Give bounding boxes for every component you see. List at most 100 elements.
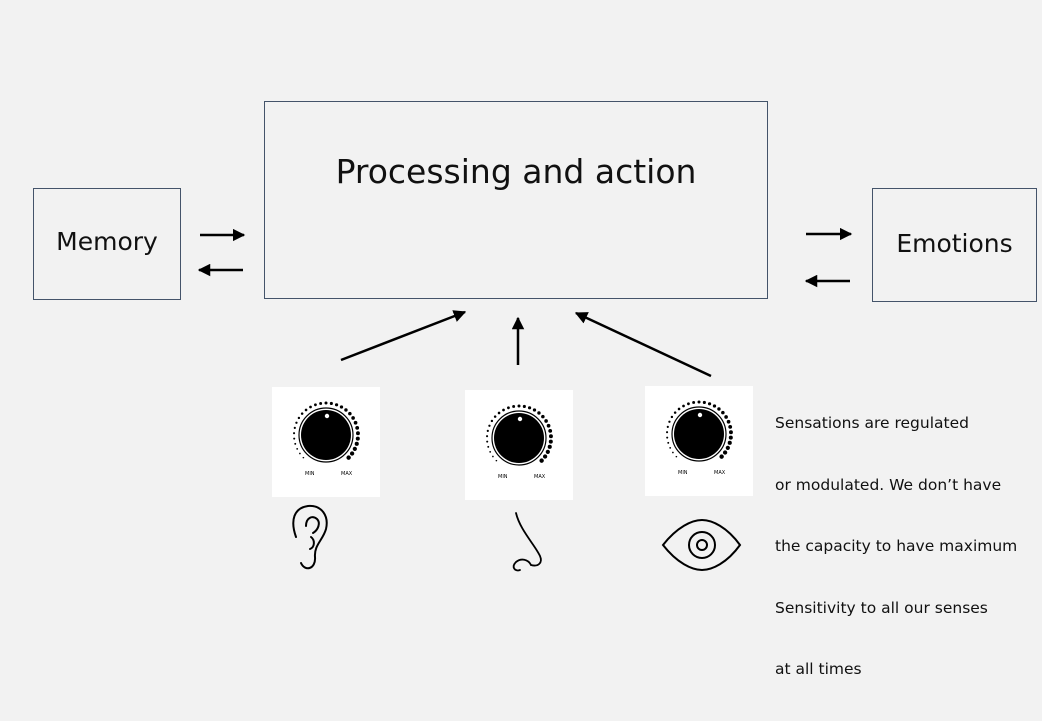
knob-scale-dot bbox=[507, 406, 510, 410]
sight-knob: MIN MAX bbox=[645, 386, 753, 496]
ear-icon bbox=[292, 504, 328, 570]
knob-scale-dot bbox=[682, 404, 685, 408]
knob-scale-dot bbox=[348, 411, 352, 416]
processing-box: Processing and action bbox=[264, 101, 768, 299]
knob-scale-dot bbox=[727, 440, 732, 445]
knob-scale-dot bbox=[351, 416, 355, 420]
knob-scale-dot bbox=[349, 451, 355, 456]
knob-scale-dot bbox=[549, 434, 553, 439]
knob-scale-dot bbox=[687, 402, 690, 406]
knob-scale-dot bbox=[527, 406, 532, 410]
diagram-canvas: Memory Processing and action Emotions MI… bbox=[33, 101, 1037, 678]
knob-scale-dot bbox=[355, 436, 360, 441]
note-line: Sensations are regulated bbox=[775, 414, 969, 432]
knob-min-label: MIN bbox=[678, 470, 688, 476]
knob-dial-icon: MIN MAX bbox=[666, 400, 733, 476]
knob-scale-dot bbox=[324, 401, 328, 405]
knob-scale-dot bbox=[667, 441, 670, 444]
knob-scale-dot bbox=[354, 441, 359, 446]
knob-scale-dot bbox=[670, 415, 674, 419]
knob-scale-dot bbox=[487, 445, 490, 448]
knob-scale-dot bbox=[493, 415, 497, 418]
knob-scale-dot bbox=[726, 419, 731, 424]
nose-icon bbox=[512, 512, 542, 572]
knob-scale-dot bbox=[537, 411, 541, 415]
knob-scale-dot bbox=[309, 405, 312, 409]
knob-scale-dot bbox=[488, 424, 491, 427]
knob-scale-dot bbox=[297, 416, 301, 420]
knob-scale-dot bbox=[295, 421, 298, 424]
knob-scale-dot bbox=[544, 419, 548, 423]
knob-scale-dot bbox=[293, 437, 296, 440]
knob-scale-dot bbox=[677, 407, 681, 411]
note-line: or modulated. We don’t have bbox=[775, 475, 1002, 494]
knob-scale-dot bbox=[302, 456, 305, 459]
knob-scale-dot bbox=[346, 455, 351, 460]
knob-scale-dot bbox=[669, 446, 672, 449]
knob-scale-dot bbox=[673, 411, 677, 414]
knob-scale-dot bbox=[294, 442, 297, 445]
knob-scale-dot bbox=[541, 414, 545, 419]
knob-scale-dot bbox=[299, 452, 301, 455]
knob-scale-dot bbox=[542, 454, 548, 459]
knob-scale-dot bbox=[319, 402, 323, 405]
knob-scale-dot bbox=[356, 431, 360, 436]
knob-scale-dot bbox=[675, 455, 678, 458]
knob-scale-dot bbox=[293, 426, 296, 429]
knob-scale-dot bbox=[697, 400, 701, 404]
knob-scale-dot bbox=[666, 425, 669, 428]
knob-min-label: MIN bbox=[498, 474, 508, 480]
arrows-layer bbox=[197, 227, 853, 572]
knob-scale-dot bbox=[293, 432, 296, 435]
knob-scale-dot bbox=[497, 411, 501, 415]
knob-scale-dot bbox=[296, 447, 299, 450]
knob-scale-dot bbox=[719, 454, 724, 459]
eye-icon bbox=[661, 518, 742, 572]
knob-scale-dot bbox=[353, 420, 358, 425]
knob-scale-dot bbox=[489, 450, 492, 453]
knob-scale-dot bbox=[532, 408, 537, 412]
knob-scale-dot bbox=[545, 449, 550, 454]
knob-scale-dot bbox=[712, 404, 717, 408]
knob-scale-dot bbox=[300, 412, 304, 415]
memory-label: Memory bbox=[56, 227, 158, 256]
knob-scale-dot bbox=[729, 430, 733, 435]
knob-dial-icon: MIN MAX bbox=[293, 401, 360, 477]
knob-scale-dot bbox=[672, 451, 674, 454]
knob-scale-dot bbox=[339, 405, 344, 409]
knob-scale-dot bbox=[486, 440, 489, 443]
knob-scale-dot bbox=[486, 429, 489, 432]
knob-scale-dot bbox=[517, 404, 521, 408]
knob-scale-dot bbox=[329, 401, 333, 405]
knob-scale-dot bbox=[666, 431, 669, 434]
hearing-knob: MIN MAX bbox=[272, 387, 380, 497]
knob-scale-dot bbox=[522, 404, 526, 408]
emotions-label: Emotions bbox=[896, 229, 1013, 258]
knob-scale-dot bbox=[539, 458, 544, 463]
knob-scale-dot bbox=[548, 428, 553, 433]
knob-scale-dot bbox=[721, 410, 725, 415]
memory-box: Memory bbox=[33, 188, 181, 300]
knob-scale-dot bbox=[724, 415, 728, 419]
knob-scale-dot bbox=[355, 425, 360, 430]
knob-scale-dot bbox=[666, 436, 669, 439]
note-line: the capacity to have maximum bbox=[775, 537, 1018, 555]
knob-scale-dot bbox=[548, 439, 553, 444]
knob-scale-dot bbox=[722, 450, 728, 455]
knob-max-label: MAX bbox=[534, 474, 546, 480]
knob-scale-dot bbox=[495, 459, 498, 462]
sight-input-arrow bbox=[574, 311, 712, 378]
knob-scale-dot bbox=[702, 400, 706, 404]
knob-max-label: MAX bbox=[714, 470, 726, 476]
knob-min-label: MIN bbox=[305, 471, 315, 477]
hearing-input-arrow bbox=[340, 310, 467, 362]
processing-label: Processing and action bbox=[335, 152, 697, 191]
knob-dial-icon: MIN MAX bbox=[486, 404, 553, 480]
knob-scale-dot bbox=[512, 405, 516, 408]
knob-scale-dot bbox=[668, 420, 671, 423]
emotions-box: Emotions bbox=[872, 188, 1037, 302]
note-line: at all times bbox=[775, 660, 862, 678]
knob-scale-dot bbox=[728, 424, 733, 429]
smell-knob: MIN MAX bbox=[465, 390, 573, 500]
knob-scale-dot bbox=[486, 435, 489, 438]
